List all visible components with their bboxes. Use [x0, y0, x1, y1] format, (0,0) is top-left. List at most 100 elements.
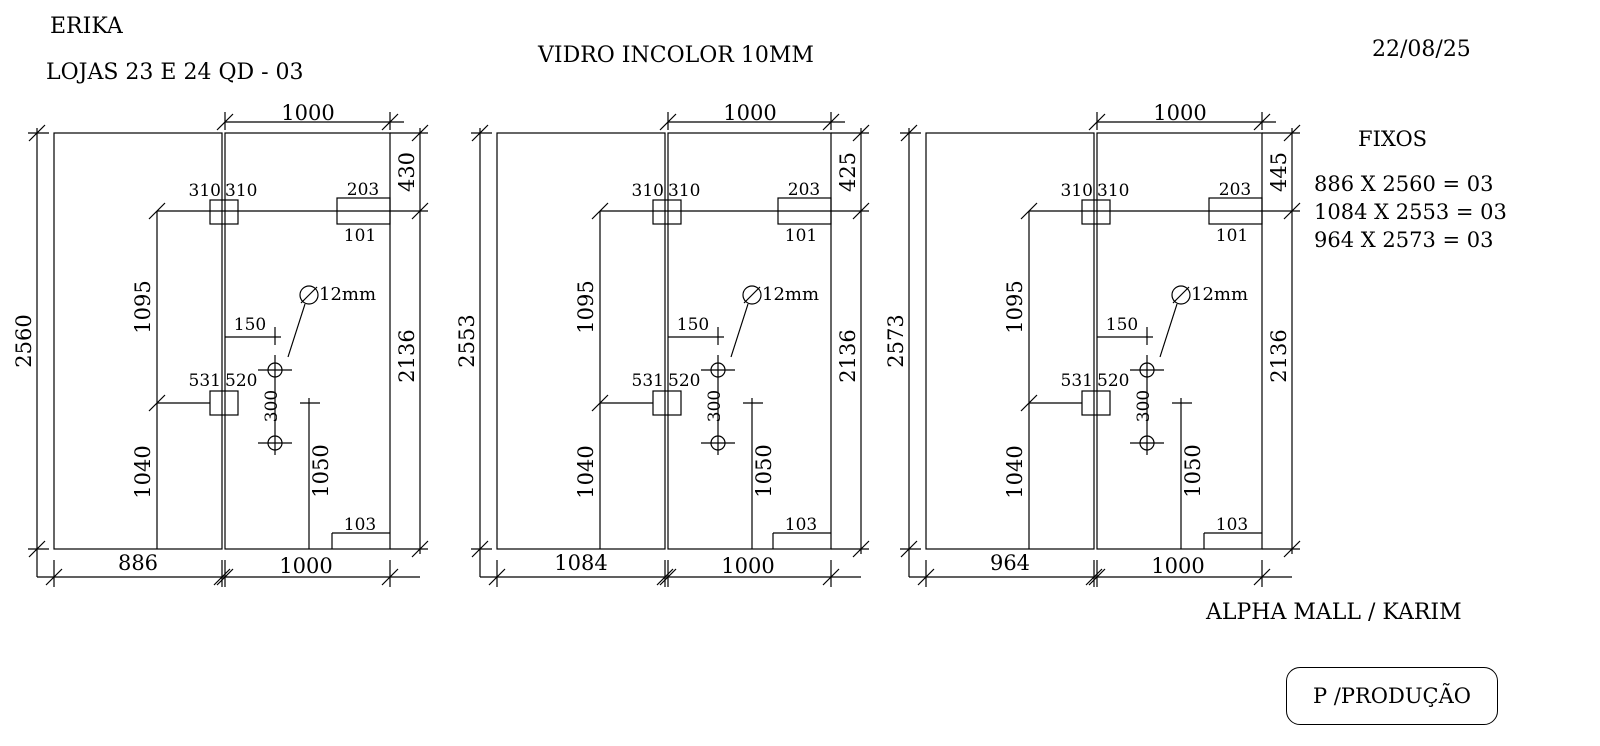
pivot-label: 101 [344, 226, 376, 246]
fixed-upper-label: 1095 [574, 280, 598, 333]
patch-fitting [652, 199, 682, 225]
pivot-label: 203 [347, 180, 379, 200]
fixed-glass-panel [496, 132, 666, 550]
door-width-top-label: 1000 [1153, 101, 1206, 125]
fixos-item: 886 X 2560 = 03 [1314, 172, 1494, 196]
top-pivot [777, 197, 832, 225]
dimension-tick [1253, 113, 1271, 131]
client-name: ERIKA [50, 14, 123, 39]
door-glass-panel [1096, 132, 1263, 550]
hole-offset-label: 150 [234, 315, 266, 335]
fitting-label: 531 [632, 371, 664, 391]
fixos-title: FIXOS [1358, 127, 1428, 151]
dimension-tick [822, 113, 840, 131]
patch-fitting [1081, 390, 1111, 416]
dimension-tick [659, 568, 677, 586]
fitting-label: 531 [189, 371, 221, 391]
door-width-top-label: 1000 [723, 101, 776, 125]
leader-line [287, 303, 306, 358]
pivot-label: 103 [785, 515, 817, 535]
project-name: ALPHA MALL / KARIM [1206, 600, 1462, 625]
top-section-label: 425 [836, 152, 860, 192]
fixed-glass-panel [925, 132, 1095, 550]
diameter-symbol [299, 285, 319, 305]
fitting-label: 310 [1097, 181, 1129, 201]
handle-height-label: 1050 [309, 444, 333, 497]
dimension-tick [148, 202, 166, 220]
location-label: LOJAS 23 E 24 QD - 03 [46, 60, 304, 85]
hole-spacing-label: 300 [705, 390, 725, 422]
fixos-item: 964 X 2573 = 03 [1314, 228, 1494, 252]
patch-fitting [1081, 199, 1111, 225]
hole-spacing-label: 300 [1134, 390, 1154, 422]
dimension-tick [659, 113, 677, 131]
fitting-label: 520 [225, 371, 257, 391]
dimension-tick [822, 568, 840, 586]
dimension-tick [917, 568, 935, 586]
fixed-glass-panel [53, 132, 223, 550]
fixos-item: 1084 X 2553 = 03 [1314, 200, 1507, 224]
fixed-upper-label: 1095 [131, 280, 155, 333]
dimension-tick [1088, 568, 1106, 586]
door-width-label: 1000 [279, 554, 332, 578]
fixed-lower-label: 1040 [131, 445, 155, 498]
fitting-label: 310 [632, 181, 664, 201]
fitting-label: 310 [1061, 181, 1093, 201]
dimension-tick [213, 568, 231, 586]
fitting-label: 531 [1061, 371, 1093, 391]
fixed-width-label: 886 [118, 551, 158, 575]
pivot-label: 203 [1219, 180, 1251, 200]
dimension-tick [1085, 568, 1103, 586]
hole-offset-label: 150 [677, 315, 709, 335]
production-badge: P /PRODUÇÃO [1286, 667, 1498, 725]
door-glass-panel [667, 132, 832, 550]
pivot-label: 103 [344, 515, 376, 535]
dimension-tick [1253, 568, 1271, 586]
pivot-label: 101 [785, 226, 817, 246]
total-height-label: 2560 [12, 314, 36, 367]
door-height-label: 2136 [395, 329, 419, 382]
fitting-label: 520 [668, 371, 700, 391]
fitting-label: 310 [225, 181, 257, 201]
door-width-label: 1000 [721, 554, 774, 578]
top-section-label: 430 [395, 152, 419, 192]
diameter-symbol [1171, 285, 1191, 305]
hole-diameter-label: 12mm [1191, 284, 1248, 305]
leader-line [1159, 303, 1178, 358]
handle-height-label: 1050 [752, 444, 776, 497]
dimension-tick [1020, 202, 1038, 220]
patch-fitting [209, 390, 239, 416]
fixed-width-label: 964 [990, 551, 1030, 575]
date-label: 22/08/25 [1372, 37, 1471, 62]
dimension-tick [45, 568, 63, 586]
pivot-label: 101 [1216, 226, 1248, 246]
fixed-width-label: 1084 [554, 551, 607, 575]
dimension-tick [488, 568, 506, 586]
hole-diameter-label: 12mm [319, 284, 376, 305]
diameter-symbol [1172, 286, 1190, 304]
dimension-tick [1088, 113, 1106, 131]
door-width-label: 1000 [1151, 554, 1204, 578]
hole-offset-label: 150 [1106, 315, 1138, 335]
handle-height-label: 1050 [1181, 444, 1205, 497]
top-pivot [1208, 197, 1263, 225]
hole-diameter-label: 12mm [762, 284, 819, 305]
leader-line [730, 303, 749, 358]
patch-fitting [209, 199, 239, 225]
door-glass-panel [224, 132, 391, 550]
pivot-label: 103 [1216, 515, 1248, 535]
top-pivot [336, 197, 391, 225]
total-height-label: 2573 [884, 314, 908, 367]
door-height-label: 2136 [1267, 329, 1291, 382]
diameter-symbol [742, 285, 762, 305]
diameter-symbol [300, 286, 318, 304]
total-height-label: 2553 [455, 314, 479, 367]
fitting-label: 520 [1097, 371, 1129, 391]
top-section-label: 445 [1267, 152, 1291, 192]
dimension-tick [656, 568, 674, 586]
fitting-label: 310 [668, 181, 700, 201]
door-height-label: 2136 [836, 329, 860, 382]
fixed-lower-label: 1040 [1003, 445, 1027, 498]
hole-spacing-label: 300 [262, 390, 282, 422]
